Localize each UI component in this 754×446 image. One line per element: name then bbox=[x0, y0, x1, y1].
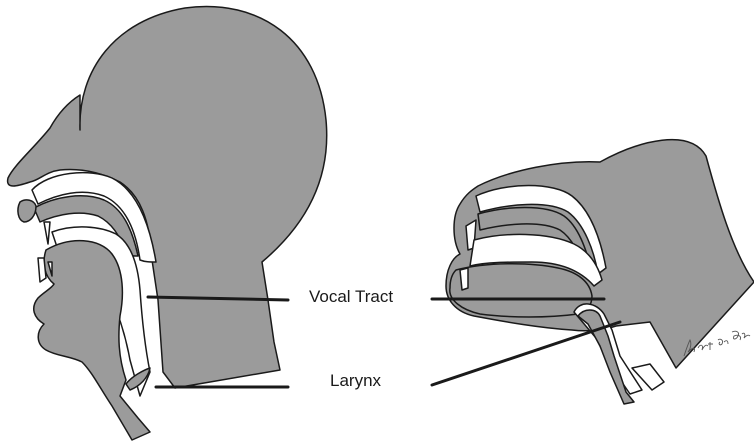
chimp-tongue-jaw bbox=[450, 264, 592, 317]
human-upper-lip bbox=[18, 200, 36, 222]
human-lower-tooth bbox=[38, 258, 46, 282]
signature-stroke bbox=[684, 331, 750, 356]
human-upper-tooth bbox=[44, 222, 50, 244]
larynx-label: Larynx bbox=[330, 371, 381, 391]
larynx-line-right bbox=[432, 322, 620, 385]
vocal-tract-label: Vocal Tract bbox=[309, 287, 393, 307]
artist-signature bbox=[680, 322, 754, 362]
human-head bbox=[8, 7, 327, 440]
chimp-lower-tooth bbox=[460, 268, 468, 290]
